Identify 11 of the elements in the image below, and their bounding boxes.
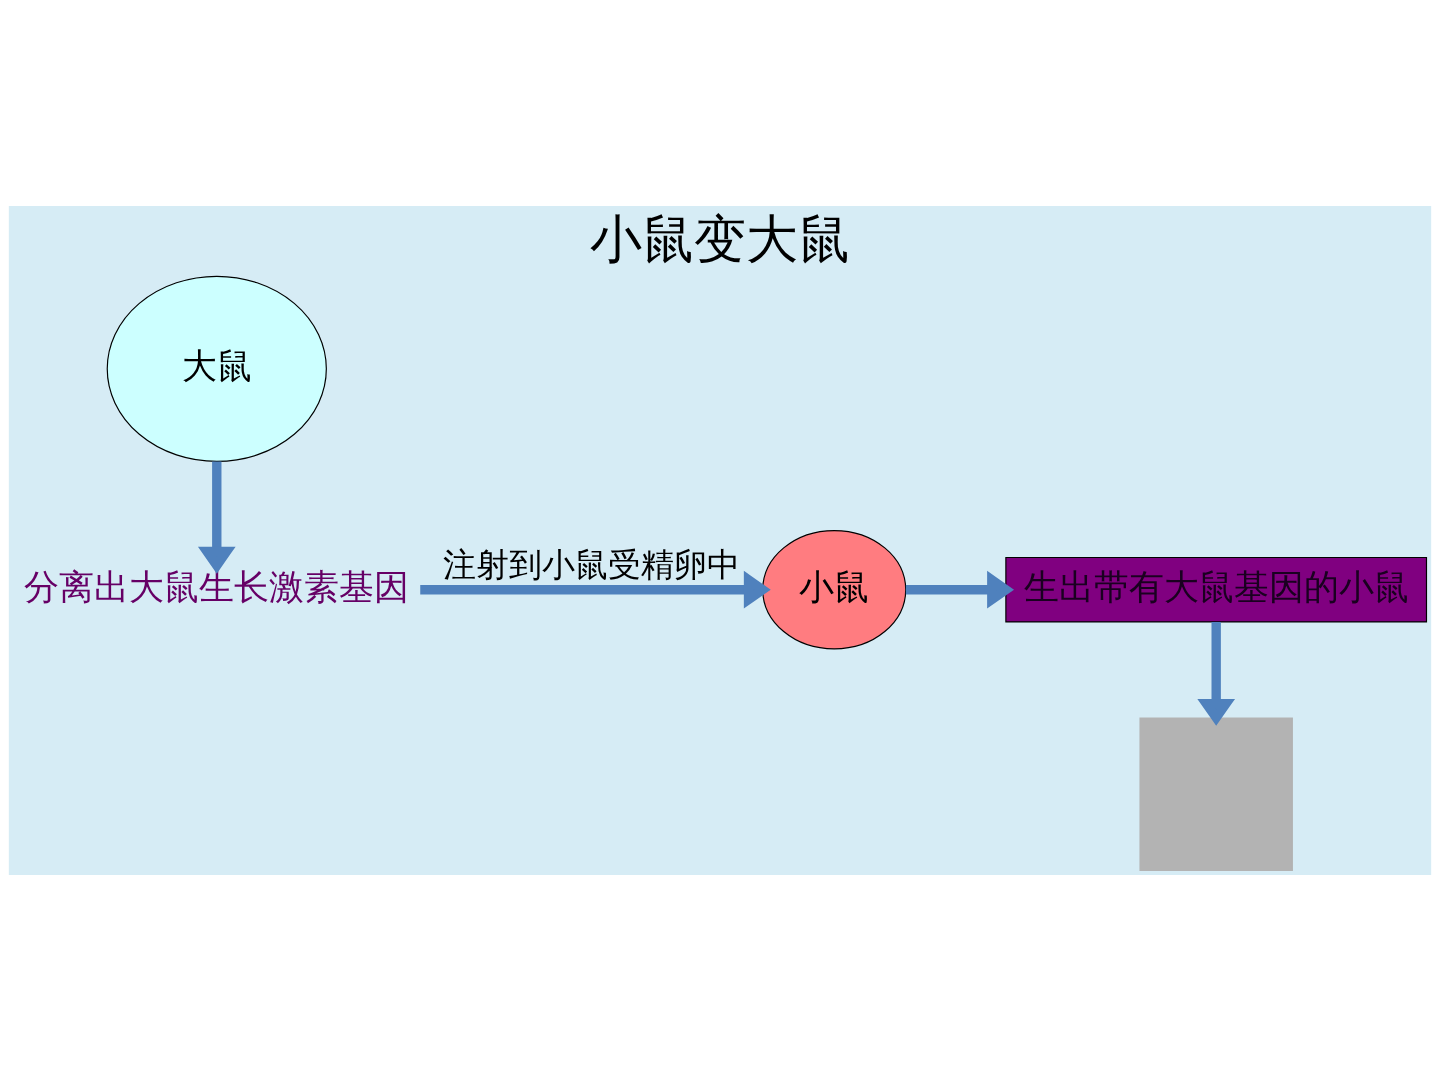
arrow (905, 570, 1015, 609)
edge-label: 注射到小鼠受精卵中 (442, 546, 740, 583)
diagram-title: 小鼠变大鼠 (590, 208, 850, 269)
node-ellipse: 小鼠 (762, 529, 907, 649)
node-ellipse: 大鼠 (106, 275, 327, 462)
arrow (1197, 621, 1236, 726)
arrow (420, 570, 771, 609)
arrow (197, 460, 236, 574)
node-box (1139, 716, 1293, 871)
node-box: 生出带有大鼠基因的小鼠 (1005, 556, 1428, 622)
node-text: 分离出大鼠生长激素基因 (24, 567, 410, 606)
